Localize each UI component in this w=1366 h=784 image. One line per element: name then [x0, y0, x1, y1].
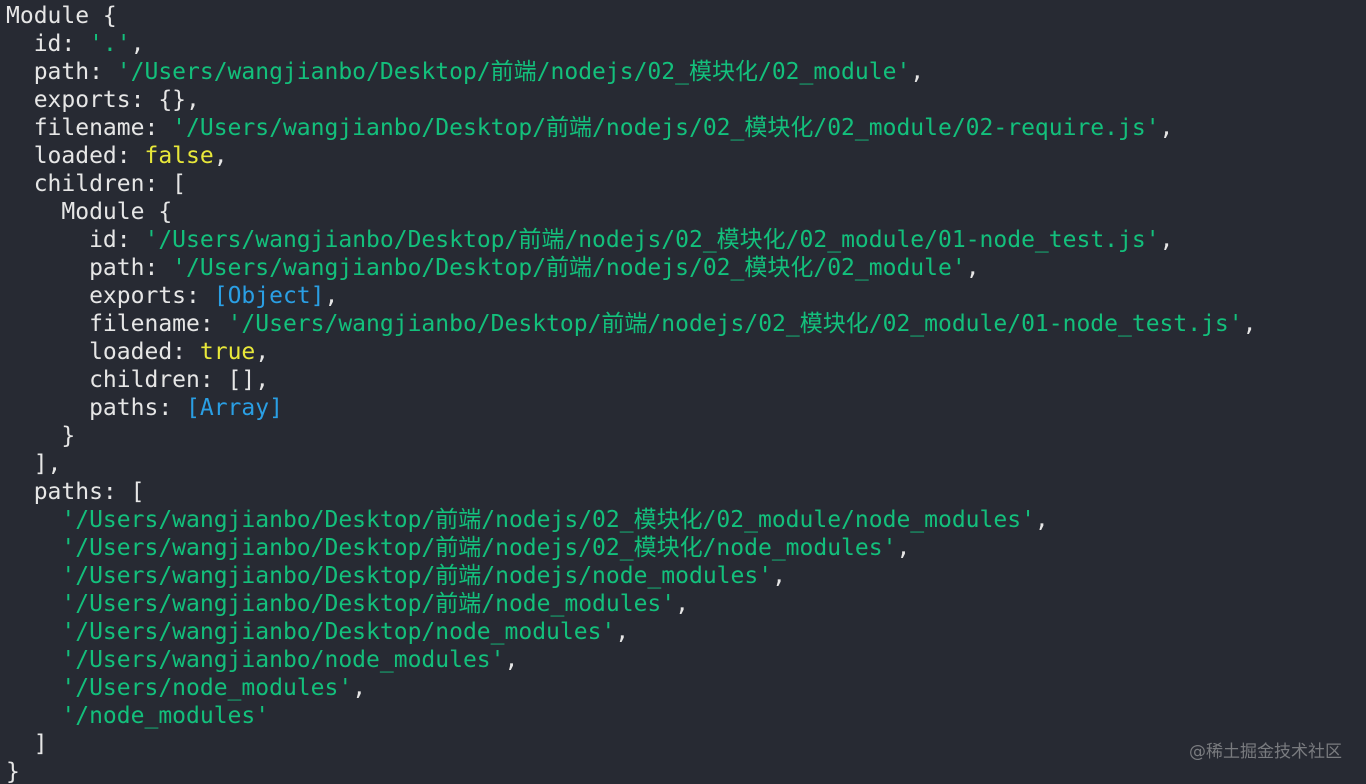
- console-line: filename: '/Users/wangjianbo/Desktop/前端/…: [6, 114, 1174, 142]
- console-line: filename: '/Users/wangjianbo/Desktop/前端/…: [6, 310, 1257, 338]
- text-token: ,: [772, 563, 786, 589]
- watermark-text: @稀土掘金技术社区: [1189, 742, 1342, 762]
- console-line: exports: {},: [6, 86, 200, 114]
- text-token: [6, 647, 61, 673]
- string-token: '/Users/wangjianbo/node_modules': [61, 647, 505, 673]
- text-token: id:: [6, 227, 145, 253]
- console-line: path: '/Users/wangjianbo/Desktop/前端/node…: [6, 254, 980, 282]
- text-token: ]: [6, 731, 48, 757]
- console-line: id: '/Users/wangjianbo/Desktop/前端/nodejs…: [6, 226, 1173, 254]
- console-line: id: '.',: [6, 30, 145, 58]
- text-token: Module {: [6, 3, 117, 29]
- console-line: children: [: [6, 170, 186, 198]
- console-line: children: [],: [6, 366, 269, 394]
- text-token: path:: [6, 255, 173, 281]
- console-line: '/Users/wangjianbo/Desktop/前端/node_modul…: [6, 590, 689, 618]
- text-token: ],: [6, 451, 62, 477]
- console-line: Module {: [6, 2, 117, 30]
- console-line: '/Users/wangjianbo/Desktop/前端/nodejs/nod…: [6, 562, 786, 590]
- text-token: ,: [324, 283, 339, 309]
- string-token: '/Users/wangjianbo/Desktop/前端/nodejs/nod…: [61, 563, 773, 589]
- console-line: exports: [Object],: [6, 282, 338, 310]
- text-token: exports:: [6, 283, 214, 309]
- string-token: '/Users/wangjianbo/Desktop/前端/node_modul…: [61, 591, 676, 617]
- text-token: path:: [6, 59, 117, 85]
- text-token: ,: [504, 647, 519, 673]
- console-line: path: '/Users/wangjianbo/Desktop/前端/node…: [6, 58, 924, 86]
- text-token: [6, 591, 61, 617]
- string-token: '/Users/wangjianbo/Desktop/node_modules': [61, 619, 616, 645]
- text-token: [6, 563, 61, 589]
- text-token: ,: [910, 59, 925, 85]
- text-token: children: [],: [6, 367, 270, 393]
- text-token: [6, 703, 61, 729]
- text-token: }: [6, 759, 20, 784]
- text-token: exports: {},: [6, 87, 200, 113]
- text-token: ,: [1159, 227, 1174, 253]
- console-line: ]: [6, 730, 48, 758]
- text-token: paths:: [6, 395, 187, 421]
- console-line: '/Users/node_modules',: [6, 674, 366, 702]
- console-line: '/Users/wangjianbo/Desktop/前端/nodejs/02_…: [6, 534, 910, 562]
- text-token: paths: [: [6, 479, 145, 505]
- text-token: ,: [615, 619, 630, 645]
- console-line: loaded: true,: [6, 338, 269, 366]
- console-line: loaded: false,: [6, 142, 228, 170]
- text-token: ,: [896, 535, 911, 561]
- text-token: ,: [352, 675, 367, 701]
- console-line: '/Users/wangjianbo/Desktop/node_modules'…: [6, 618, 629, 646]
- console-line: '/Users/wangjianbo/node_modules',: [6, 646, 518, 674]
- boolean-token: false: [144, 143, 214, 169]
- text-token: id:: [6, 31, 90, 57]
- string-token: '/Users/wangjianbo/Desktop/前端/nodejs/02_…: [172, 115, 1160, 141]
- string-token: '/Users/wangjianbo/Desktop/前端/nodejs/02_…: [227, 311, 1243, 337]
- string-token: '/node_modules': [61, 703, 270, 729]
- boolean-token: true: [199, 339, 256, 365]
- special-token: [Object]: [213, 283, 325, 309]
- text-token: ,: [1242, 311, 1257, 337]
- special-token: [Array]: [186, 395, 283, 421]
- console-line: }: [6, 422, 75, 450]
- text-token: children: [: [6, 171, 187, 197]
- console-line: paths: [: [6, 478, 145, 506]
- text-token: [6, 507, 61, 533]
- text-token: Module {: [6, 199, 173, 225]
- text-token: ,: [1034, 507, 1049, 533]
- text-token: ,: [130, 31, 145, 57]
- text-token: ,: [965, 255, 980, 281]
- string-token: '.': [89, 31, 131, 57]
- string-token: '/Users/wangjianbo/Desktop/前端/nodejs/02_…: [172, 255, 966, 281]
- console-line: '/node_modules': [6, 702, 269, 730]
- console-line: ],: [6, 450, 62, 478]
- text-token: ,: [255, 339, 270, 365]
- string-token: '/Users/wangjianbo/Desktop/前端/nodejs/02_…: [144, 227, 1160, 253]
- text-token: [6, 535, 61, 561]
- text-token: }: [6, 423, 76, 449]
- console-line: paths: [Array]: [6, 394, 283, 422]
- string-token: '/Users/wangjianbo/Desktop/前端/nodejs/02_…: [61, 507, 1035, 533]
- text-token: [6, 675, 61, 701]
- console-line: '/Users/wangjianbo/Desktop/前端/nodejs/02_…: [6, 506, 1049, 534]
- console-line: Module {: [6, 198, 172, 226]
- text-token: ,: [213, 143, 228, 169]
- string-token: '/Users/wangjianbo/Desktop/前端/nodejs/02_…: [61, 535, 897, 561]
- console-line: }: [6, 758, 20, 784]
- text-token: loaded:: [6, 143, 145, 169]
- string-token: '/Users/wangjianbo/Desktop/前端/nodejs/02_…: [116, 59, 911, 85]
- string-token: '/Users/node_modules': [61, 675, 353, 701]
- text-token: [6, 619, 61, 645]
- text-token: filename:: [6, 311, 228, 337]
- text-token: loaded:: [6, 339, 200, 365]
- text-token: ,: [1159, 115, 1174, 141]
- text-token: filename:: [6, 115, 173, 141]
- text-token: ,: [675, 591, 689, 617]
